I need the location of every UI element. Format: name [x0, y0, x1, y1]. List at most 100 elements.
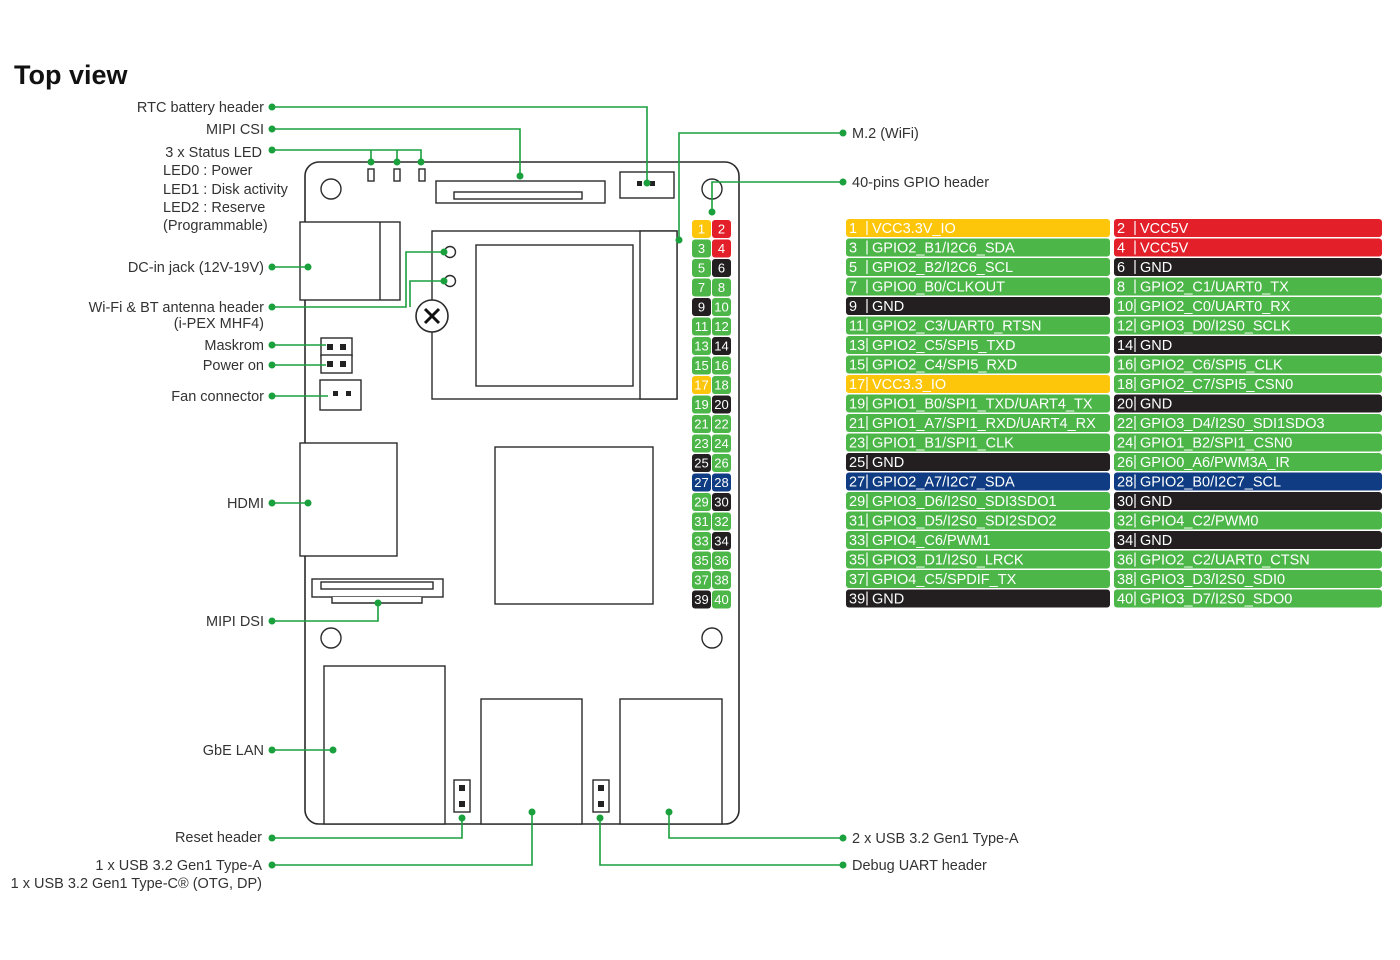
debug-uart-connector: [592, 779, 610, 813]
header-pin-36: 36: [712, 551, 731, 570]
header-pin-7: 7: [692, 278, 711, 297]
header-pin-30: 30: [712, 493, 731, 511]
pin-row: 33 GPIO4_C6/PWM1: [846, 531, 1110, 549]
pin-number: 29: [849, 494, 865, 510]
header-pin-number: 16: [714, 358, 728, 373]
label-usb-type-a-single: 1 x USB 3.2 Gen1 Type-A: [95, 858, 262, 874]
pin-name: GND: [872, 299, 904, 315]
header-pin-31: 31: [692, 512, 711, 531]
header-pin-number: 9: [698, 300, 705, 315]
pin-name: GPIO2_C5/SPI5_TXD: [872, 338, 1015, 354]
page-title: Top view: [14, 60, 129, 90]
pin-number: 20: [1117, 397, 1133, 413]
header-pin-number: 29: [694, 495, 708, 510]
pin-number: 15: [849, 358, 865, 374]
pin-name: GPIO2_C7/SPI5_CSN0: [1140, 377, 1293, 393]
pin-name: GPIO0_A6/PWM3A_IR: [1140, 455, 1290, 471]
pin-number: 11: [849, 319, 864, 335]
label-hdmi: HDMI: [227, 496, 264, 512]
header-pin-3: 3: [692, 239, 711, 258]
header-pin-23: 23: [692, 434, 711, 453]
m2-wifi-module: [415, 230, 678, 400]
label-reset-header: Reset header: [175, 830, 262, 846]
pin-name: VCC5V: [1140, 221, 1189, 237]
label-dc-in-jack: DC-in jack (12V-19V): [128, 260, 264, 276]
label-gpio-header: 40-pins GPIO header: [852, 175, 989, 191]
pin-number: 13: [849, 338, 865, 354]
pin-name: GND: [872, 592, 904, 608]
pin-name: GPIO2_C4/SPI5_RXD: [872, 358, 1017, 374]
header-pin-number: 22: [714, 417, 728, 432]
pin-name: GPIO3_D0/I2S0_SCLK: [1140, 319, 1291, 335]
label-gbe-lan: GbE LAN: [203, 743, 264, 759]
header-pin-29: 29: [692, 493, 711, 511]
hdmi-port: [299, 442, 398, 557]
pin-number: 38: [1117, 572, 1133, 588]
pin-number: 33: [849, 533, 865, 549]
header-pin-13: 13: [692, 337, 711, 355]
header-pin-33: 33: [692, 532, 711, 550]
header-pin-number: 33: [694, 534, 708, 549]
mounting-hole: [320, 178, 342, 200]
leader-dots: [268, 103, 847, 869]
pin-number: 37: [849, 572, 865, 588]
pin-number: 17: [849, 377, 865, 393]
pin-number: 40: [1117, 592, 1133, 608]
pin-number: 39: [849, 592, 865, 608]
header-pin-5: 5: [692, 259, 711, 277]
pin-number: 1: [849, 221, 857, 237]
label-m2-wifi: M.2 (WiFi): [852, 126, 919, 142]
header-pin-number: 25: [694, 456, 708, 471]
header-pin-number: 6: [718, 261, 725, 276]
header-pin-number: 15: [694, 358, 708, 373]
header-pin-number: 21: [694, 417, 708, 432]
header-pin-25: 25: [692, 454, 711, 472]
label-status-led: 3 x Status LED: [165, 145, 262, 161]
label-led1: LED1 : Disk activity: [163, 182, 289, 198]
label-power-on: Power on: [203, 358, 264, 374]
pin-name: GPIO1_B2/SPI1_CSN0: [1140, 436, 1292, 452]
header-pin-18: 18: [712, 376, 731, 394]
header-pin-37: 37: [692, 571, 711, 589]
pin-name: GPIO4_C6/PWM1: [872, 533, 990, 549]
usb-port-single: [480, 698, 583, 825]
pin-row: 13 GPIO2_C5/SPI5_TXD: [846, 336, 1110, 354]
pin-number: 26: [1117, 455, 1133, 471]
pin-name: GND: [1140, 397, 1172, 413]
pin-name: GND: [1140, 338, 1172, 354]
pin-number: 4: [1117, 241, 1125, 257]
header-pin-number: 36: [714, 553, 728, 568]
header-pin-number: 37: [694, 573, 708, 588]
header-pin-number: 38: [714, 573, 728, 588]
header-pin-number: 18: [714, 378, 728, 393]
pin-row: 14 GND: [1114, 336, 1382, 354]
pin-name: GPIO2_C2/UART0_CTSN: [1140, 553, 1310, 569]
pin-row: 20 GND: [1114, 394, 1382, 413]
pin-number: 14: [1117, 338, 1133, 354]
pin-number: 24: [1117, 436, 1133, 452]
header-pin-20: 20: [712, 395, 731, 414]
pin-name: GPIO0_B0/CLKOUT: [872, 280, 1005, 296]
header-pin-21: 21: [692, 415, 711, 433]
pin-number: 5: [849, 260, 857, 276]
pin-name: GPIO2_C6/SPI5_CLK: [1140, 358, 1283, 374]
left-labels: RTC battery header MIPI CSI 3 x Status L…: [11, 100, 289, 892]
pin-name: GPIO4_C2/PWM0: [1140, 514, 1258, 530]
header-pin-number: 35: [694, 553, 708, 568]
